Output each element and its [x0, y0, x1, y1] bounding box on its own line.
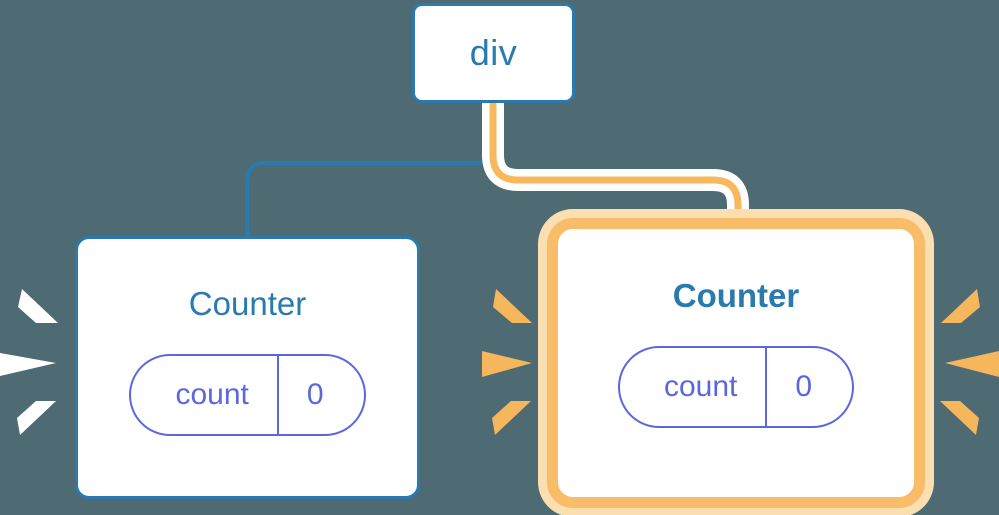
- sparkle-ray-top: [18, 289, 58, 323]
- edge-div-to-counter-left: [245, 103, 495, 238]
- edge-div-to-counter-right: [489, 103, 742, 232]
- prop-value: 0: [276, 356, 364, 434]
- sparkles-counter-right-left: [482, 289, 532, 435]
- sparkle-ray-bottom: [940, 401, 979, 435]
- node-counter-right-label: Counter: [672, 277, 800, 314]
- node-counter-left-label: Counter: [188, 285, 307, 322]
- sparkle-ray-middle: [482, 351, 532, 377]
- node-div-label: div: [469, 32, 518, 73]
- edge-div-to-counter-right-halo: [482, 103, 749, 232]
- prop-name: count: [663, 370, 738, 403]
- prop-badge-count: count 0: [129, 354, 366, 436]
- sparkles-counter-left: [0, 289, 58, 435]
- node-counter-right[interactable]: Counter count 0: [547, 218, 925, 508]
- node-div[interactable]: div: [412, 3, 575, 103]
- prop-badge-count: count 0: [617, 346, 855, 428]
- prop-value: 0: [765, 348, 852, 426]
- sparkle-ray-top: [493, 289, 532, 323]
- sparkle-ray-bottom: [17, 401, 56, 435]
- sparkle-ray-middle: [0, 353, 56, 376]
- sparkles-counter-right-right: [940, 289, 999, 435]
- sparkle-ray-middle: [945, 351, 999, 377]
- prop-name: count: [175, 378, 249, 411]
- sparkle-ray-top: [941, 289, 980, 323]
- node-counter-left[interactable]: Counter count 0: [75, 236, 420, 499]
- sparkle-ray-bottom: [492, 401, 531, 435]
